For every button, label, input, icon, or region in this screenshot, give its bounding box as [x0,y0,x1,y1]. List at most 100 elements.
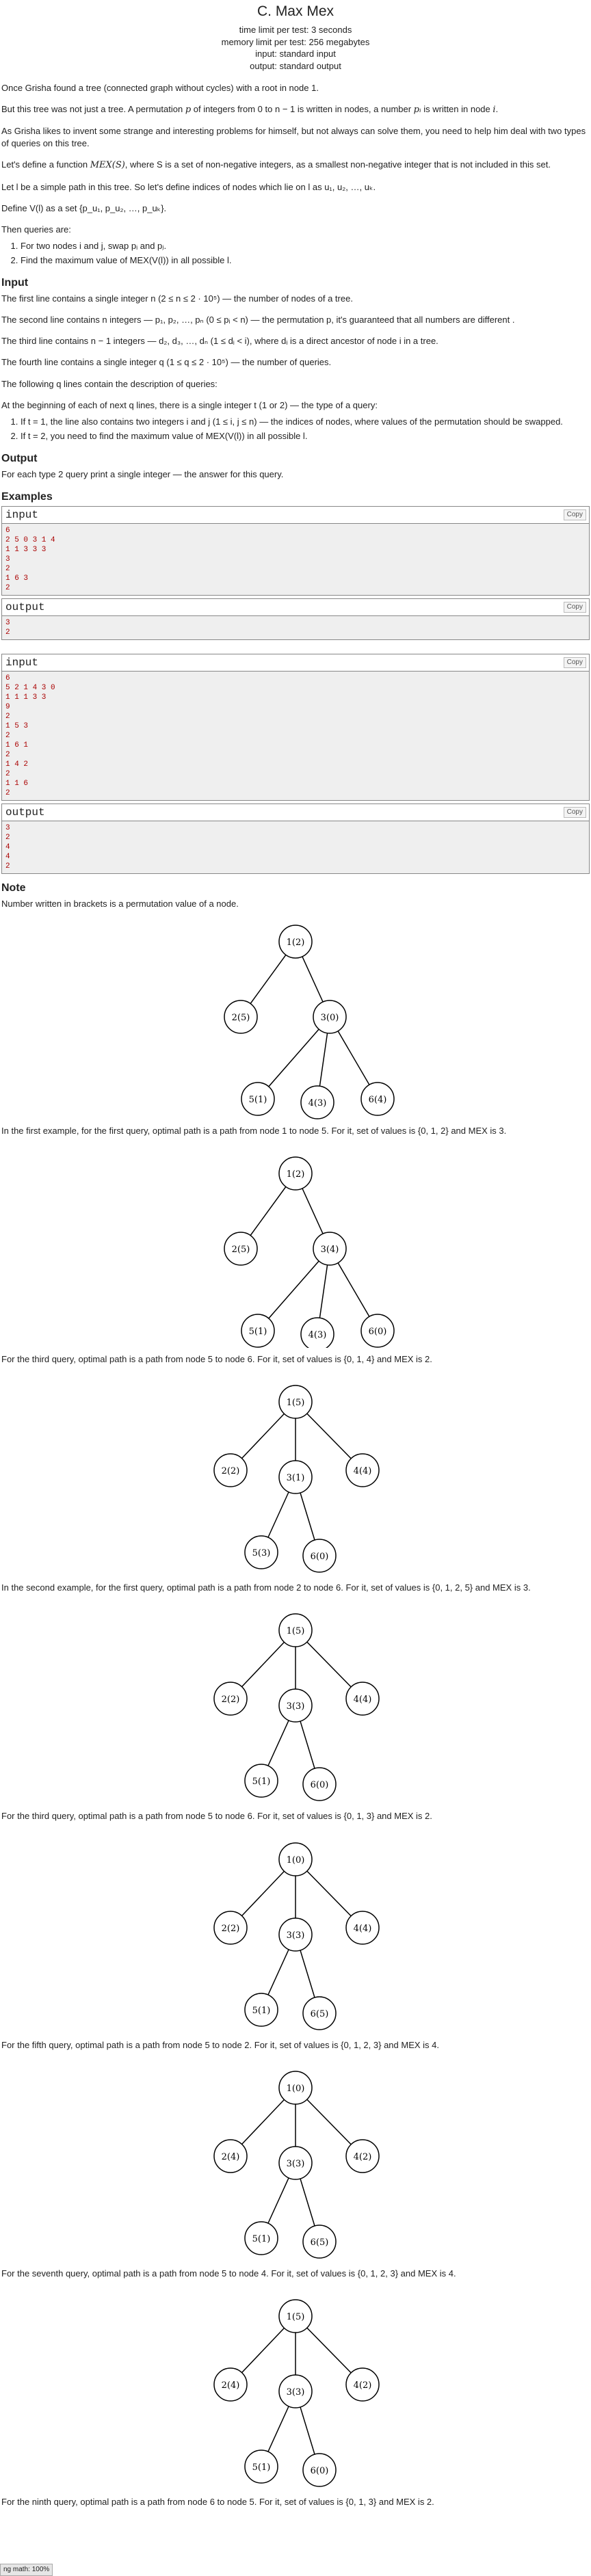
statement-p2a: But this tree was not just a tree. A per… [1,103,185,114]
tree-node-label: 6(5) [311,2009,329,2019]
tree-node-label: 5(1) [249,1095,267,1105]
statement-p2c: is written in node [421,103,493,114]
tree-node-label: 4(4) [354,1695,372,1705]
example-1-output: output Copy 3 2 [1,598,590,641]
tree-node-label: 5(3) [252,1548,271,1558]
statement-p4: Let's define a function MEX(S), where S … [1,159,551,171]
tree-node [224,1000,258,1034]
tree-node-label: 1(2) [287,1169,305,1180]
input-l2: The second line contains n integers — p₁… [1,315,515,326]
tree-node [278,2299,313,2333]
tree-node-label: 1(2) [287,938,305,948]
input-label: input [5,509,39,522]
tree-node-label: 5(1) [252,2462,271,2473]
memory-limit: memory limit per test: 256 megabytes [221,36,370,47]
tree-node [278,1917,313,1952]
tree-node [278,1842,313,1876]
tree-node [278,1613,313,1648]
tree-figure-1: 1(2)2(5)3(0)5(1)4(3)6(4) [224,925,395,1119]
tree-node-label: 2(4) [222,2380,240,2391]
note-title: Note [1,882,26,894]
note-caption-3: In the second example, for the first que… [1,1582,531,1593]
tree-figure-3: 1(5)2(2)3(1)4(4)5(3)6(0) [213,1385,380,1574]
tree-node-label: 6(5) [311,2238,329,2248]
query-format-1: If t = 1, the line also contains two int… [21,416,590,428]
input-l1: The first line contains a single integer… [1,293,353,304]
tree-node-label: 5(1) [252,2006,271,2016]
tree-node-label: 1(0) [287,2084,305,2094]
output-label: output [5,806,45,819]
tree-node [213,1453,248,1488]
tree-node-label: 4(3) [308,1098,327,1108]
tree-node-label: 5(1) [252,2234,271,2244]
statement-p2b: of integers from 0 to n − 1 is written i… [191,103,414,114]
example-2-input-text: 6 5 2 1 4 3 0 1 1 1 3 3 9 2 1 5 3 2 1 6 … [2,672,589,801]
tree-figure-4: 1(5)2(2)3(3)4(4)5(1)6(0) [213,1613,380,1802]
output-title: Output [1,453,38,465]
example-1-input: input Copy 6 2 5 0 3 1 4 1 1 3 3 3 3 2 1 … [1,506,590,596]
tree-node [244,1535,278,1570]
example-1-output-text: 3 2 [2,616,589,640]
tree-node [224,1232,258,1266]
query-format-2: If t = 2, you need to find the maximum v… [21,430,590,442]
query-types-list: For two nodes i and j, swap pᵢ and pⱼ. F… [1,240,590,267]
query-format-list: If t = 1, the line also contains two int… [1,416,590,442]
time-limit: time limit per test: 3 seconds [239,25,352,36]
output-l1: For each type 2 query print a single int… [1,468,284,479]
examples-title: Examples [1,490,53,503]
tree-node-label: 3(3) [287,1930,305,1941]
tree-node [244,1764,278,1798]
tree-node [278,2146,313,2180]
tree-node [213,1682,248,1716]
tree-node [345,1682,380,1716]
copy-button[interactable]: Copy [563,657,586,669]
statement-p4a: Let's define a function [1,159,90,170]
tree-node [345,1453,380,1488]
tree-node-label: 4(3) [308,1330,327,1340]
tree-node-label: 6(0) [311,1780,329,1790]
tree-node-label: 2(5) [232,1013,250,1023]
tree-node [345,1910,380,1945]
input-l6: At the beginning of each of next q lines… [1,399,378,410]
copy-button[interactable]: Copy [563,509,586,521]
input-l4: The fourth line contains a single intege… [1,357,332,368]
tree-node [213,2139,248,2173]
example-1-input-text: 6 2 5 0 3 1 4 1 1 3 3 3 3 2 1 6 3 2 [2,524,589,596]
tree-node [345,2139,380,2173]
output-label: output [5,601,45,614]
tree-node-label: 3(1) [287,1473,305,1483]
tree-node-label: 1(5) [287,2312,305,2322]
tree-node [345,2367,380,2402]
tree-node-label: 4(4) [354,1466,372,1476]
note-caption-6: For the seventh query, optimal path is a… [1,2268,456,2279]
tree-node [241,1314,275,1348]
tree-node [241,1082,275,1116]
copy-button[interactable]: Copy [563,602,586,613]
problem-title: C. Max Mex [257,3,334,19]
tree-node [360,1082,395,1116]
tree-node-label: 2(2) [222,1924,240,1934]
copy-button[interactable]: Copy [563,807,586,819]
tree-node [244,2449,278,2484]
tree-node [278,2071,313,2105]
tree-node [213,1910,248,1945]
statement-p1: Once Grisha found a tree (connected grap… [1,82,319,93]
tree-node-label: 4(2) [354,2152,372,2162]
problem-page: C. Max Mex time limit per test: 3 second… [0,0,591,2508]
tree-node-label: 5(1) [249,1327,267,1337]
statement-p4b: , where S is a set of non-negative integ… [124,159,551,170]
tree-node-label: 1(5) [287,1398,305,1408]
statement-p5: Let l be a simple path in this tree. So … [1,181,376,192]
statement-p3: As Grisha likes to invent some strange a… [1,125,586,149]
note-caption-7: For the ninth query, optimal path is a p… [1,2497,434,2508]
tree-node [300,1317,334,1349]
tree-node [213,2367,248,2402]
note-caption-5: For the fifth query, optimal path is a p… [1,2039,439,2050]
tree-node [302,2225,337,2259]
tree-node [313,1000,347,1034]
tree-node [302,1539,337,1574]
tree-node-label: 6(0) [311,1552,329,1562]
tree-node-label: 4(4) [354,1924,372,1934]
